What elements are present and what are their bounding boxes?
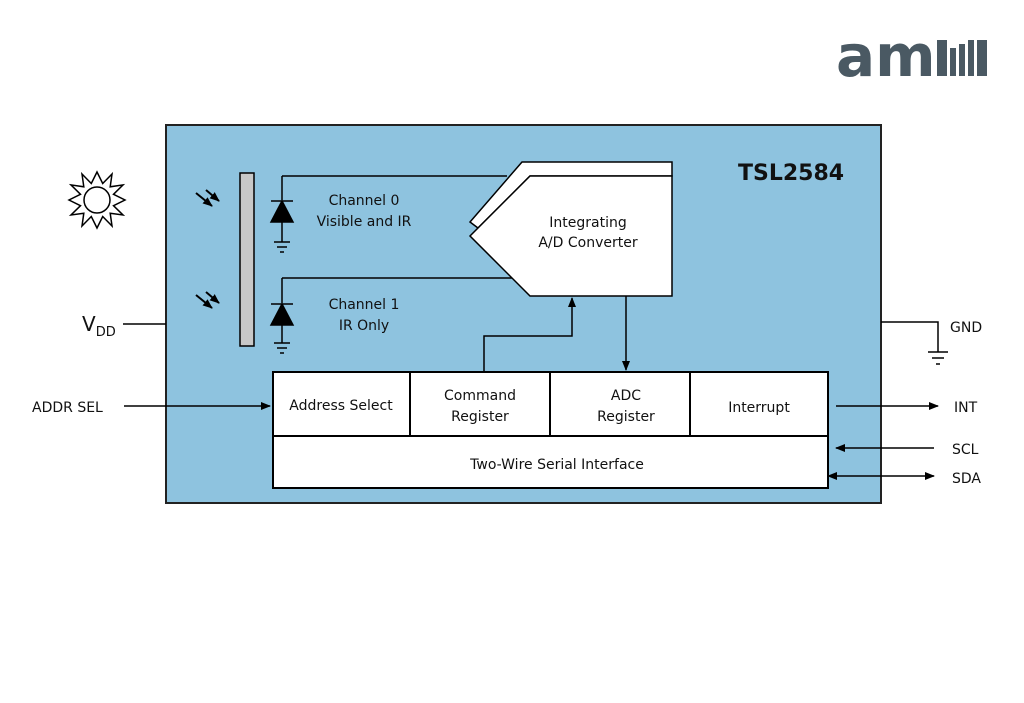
optical-filter	[239, 172, 255, 347]
svg-text:am: am	[836, 22, 936, 90]
command-register-block: Command	[444, 388, 516, 404]
adc-label-2: A/D Converter	[538, 235, 637, 251]
light-rays-icon	[195, 189, 220, 207]
gnd-pin-label: GND	[950, 320, 982, 336]
photodiode-icon	[269, 277, 536, 343]
channel0-desc: Visible and IR	[317, 214, 412, 230]
sun-icon	[67, 170, 127, 230]
ams-logo: am	[836, 22, 987, 90]
serial-interface-block: Two-Wire Serial Interface	[469, 457, 644, 473]
address-select-block: Address Select	[289, 398, 393, 414]
adc-register-block: ADC	[611, 388, 641, 404]
addr-sel-pin-label: ADDR SEL	[32, 400, 103, 416]
interrupt-block: Interrupt	[728, 400, 790, 416]
adc-converter	[468, 161, 673, 297]
chip-name: TSL2584	[738, 161, 844, 186]
command-to-adc-arrow	[483, 297, 576, 372]
sda-pin-label: SDA	[952, 471, 981, 487]
adc-register-block-2: Register	[597, 409, 655, 425]
channel0-label: Channel 0	[329, 193, 400, 209]
channel1-label: Channel 1	[329, 297, 400, 313]
photodiode-icon	[269, 175, 507, 242]
gnd-line	[881, 321, 939, 352]
ground-icon	[928, 351, 948, 365]
light-rays-icon	[195, 291, 220, 309]
ground-icon	[274, 241, 290, 253]
register-blocks	[272, 371, 829, 489]
scl-pin-label: SCL	[952, 442, 979, 458]
adc-label: Integrating	[549, 215, 626, 231]
ground-icon	[274, 342, 290, 354]
command-register-block-2: Register	[451, 409, 509, 425]
int-pin-label: INT	[954, 400, 978, 416]
channel1-desc: IR Only	[339, 318, 389, 334]
logo-bars	[937, 40, 987, 76]
vdd-pin-label: VDD	[82, 312, 116, 340]
